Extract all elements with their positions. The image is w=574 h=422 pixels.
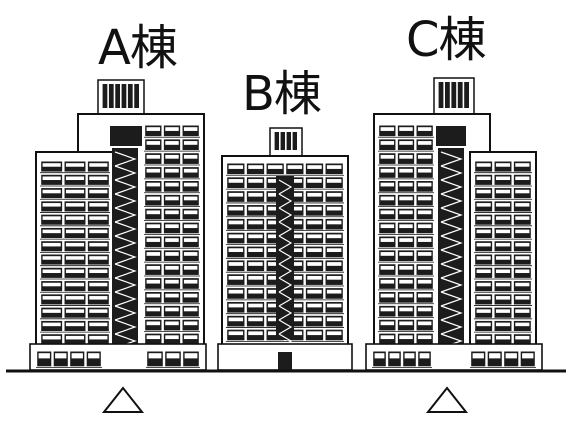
building-c-label: C棟 xyxy=(406,12,487,68)
entrance-marker-triangle xyxy=(425,386,469,413)
building-a-label: A棟 xyxy=(98,20,178,76)
stair-core xyxy=(438,148,464,368)
building-b xyxy=(217,127,353,371)
entrance-door xyxy=(278,352,292,370)
entrance-marker-triangle xyxy=(101,386,145,413)
building-b-label: B棟 xyxy=(242,66,322,122)
building-c xyxy=(365,77,543,377)
stair-core xyxy=(112,148,138,368)
building-a xyxy=(29,79,207,377)
stair-core xyxy=(276,176,294,340)
